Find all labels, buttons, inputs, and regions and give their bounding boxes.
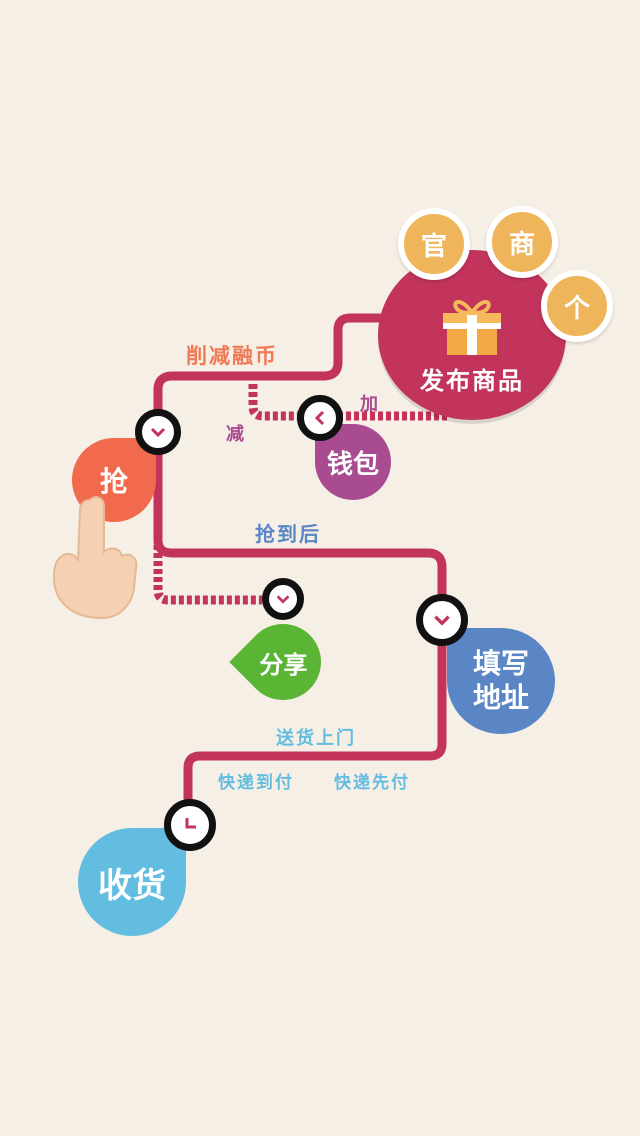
prepaid-label: 快递先付 xyxy=(334,773,410,793)
add-label: 加 xyxy=(360,394,380,415)
grab-label: 抢 xyxy=(99,465,128,498)
address-label-line2: 地址 xyxy=(472,681,529,714)
track-branch-wallet xyxy=(248,384,300,421)
deduct-coins-label: 削减融币 xyxy=(186,344,278,368)
publish-circle[interactable]: 发布商品 xyxy=(378,250,566,420)
node-grab[interactable] xyxy=(135,409,181,455)
receive-circle[interactable]: 收货 xyxy=(78,828,186,936)
badge-merchant[interactable]: 商 xyxy=(486,206,558,278)
address-label-line1: 填写 xyxy=(472,647,529,680)
chevron-left-icon xyxy=(314,410,325,426)
clock-icon xyxy=(185,818,196,829)
after-grab-label: 抢到后 xyxy=(255,522,321,546)
door-delivery-label: 送货上门 xyxy=(276,728,356,749)
receive-label: 收货 xyxy=(98,865,166,906)
cod-label: 快递到付 xyxy=(218,773,294,793)
chevron-down-icon xyxy=(276,595,290,604)
hand-pointer-icon xyxy=(52,496,138,620)
subtract-label: 减 xyxy=(226,424,246,445)
node-receive[interactable] xyxy=(164,799,216,851)
share-label: 分享 xyxy=(259,650,307,679)
badge-official[interactable]: 官 xyxy=(398,208,470,280)
badge-personal[interactable]: 个 xyxy=(541,270,613,342)
address-circle[interactable]: 填写 地址 xyxy=(447,628,555,734)
publish-label: 发布商品 xyxy=(420,366,524,395)
node-share[interactable] xyxy=(262,578,304,620)
node-address[interactable] xyxy=(416,594,468,646)
chevron-down-icon xyxy=(434,615,450,626)
node-wallet[interactable] xyxy=(297,395,343,441)
wallet-label: 钱包 xyxy=(326,449,379,480)
gift-icon xyxy=(443,299,501,355)
chevron-down-icon xyxy=(150,427,166,438)
